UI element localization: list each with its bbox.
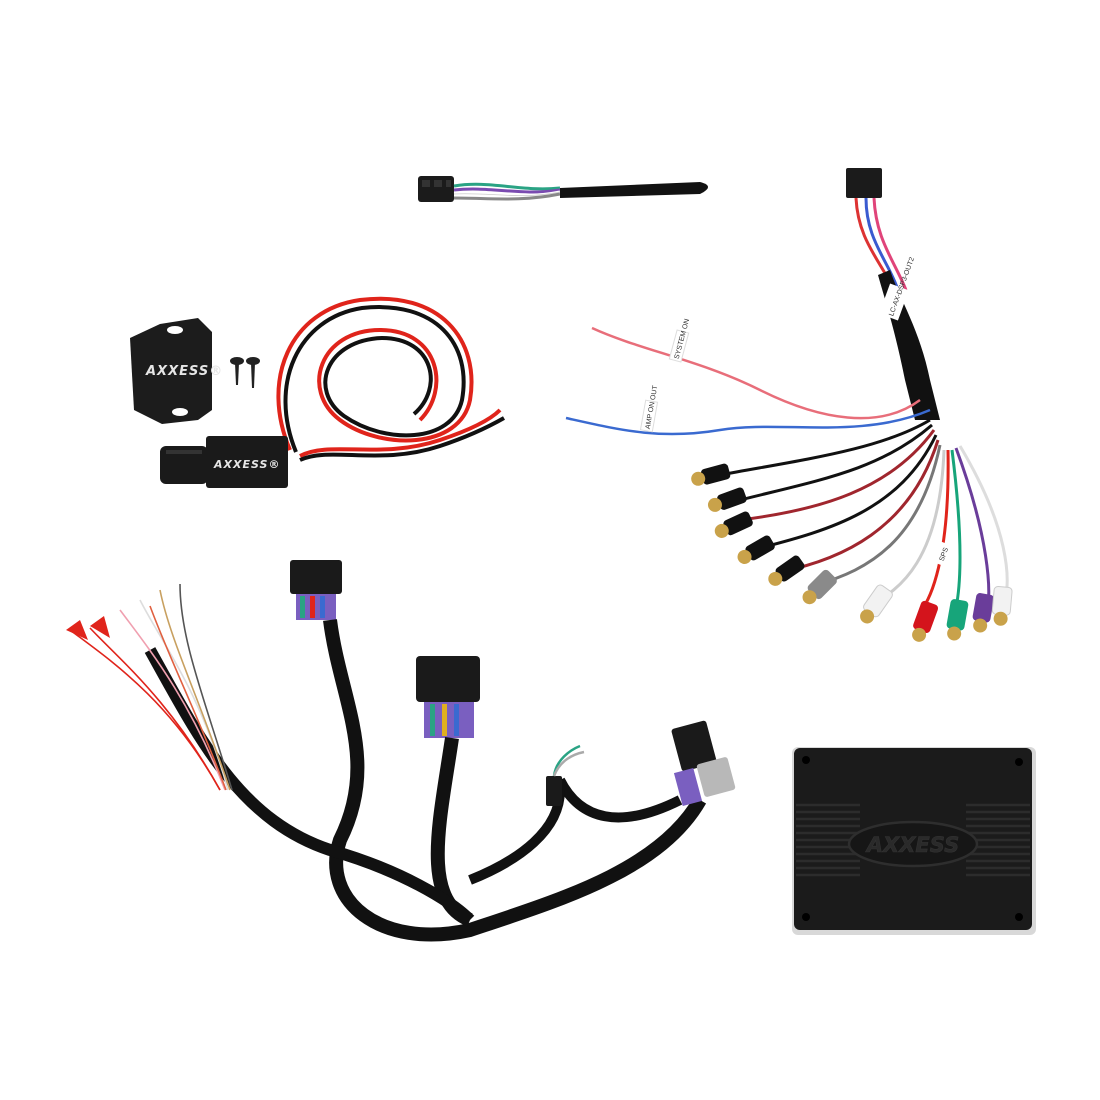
rca-plugs <box>691 463 1013 642</box>
knob-brand-logo: AXXESS® <box>213 458 280 471</box>
remote-mount-bracket: AXXESS® <box>130 318 223 424</box>
power-cable <box>276 296 505 462</box>
bass-knob: AXXESS® <box>160 436 288 488</box>
sps-tag: SPS <box>939 546 950 562</box>
dsp-module: AXXESS <box>792 747 1036 935</box>
small-harness <box>418 176 708 202</box>
rca-harness: LC-AX-DSP3-OUT2 SYSTEM ON AMP ON OUT SPS <box>565 168 1013 642</box>
module-brand-logo: AXXESS <box>865 833 959 857</box>
bracket-brand-logo: AXXESS® <box>145 364 223 379</box>
screws <box>230 357 260 388</box>
vehicle-harness <box>66 560 736 942</box>
